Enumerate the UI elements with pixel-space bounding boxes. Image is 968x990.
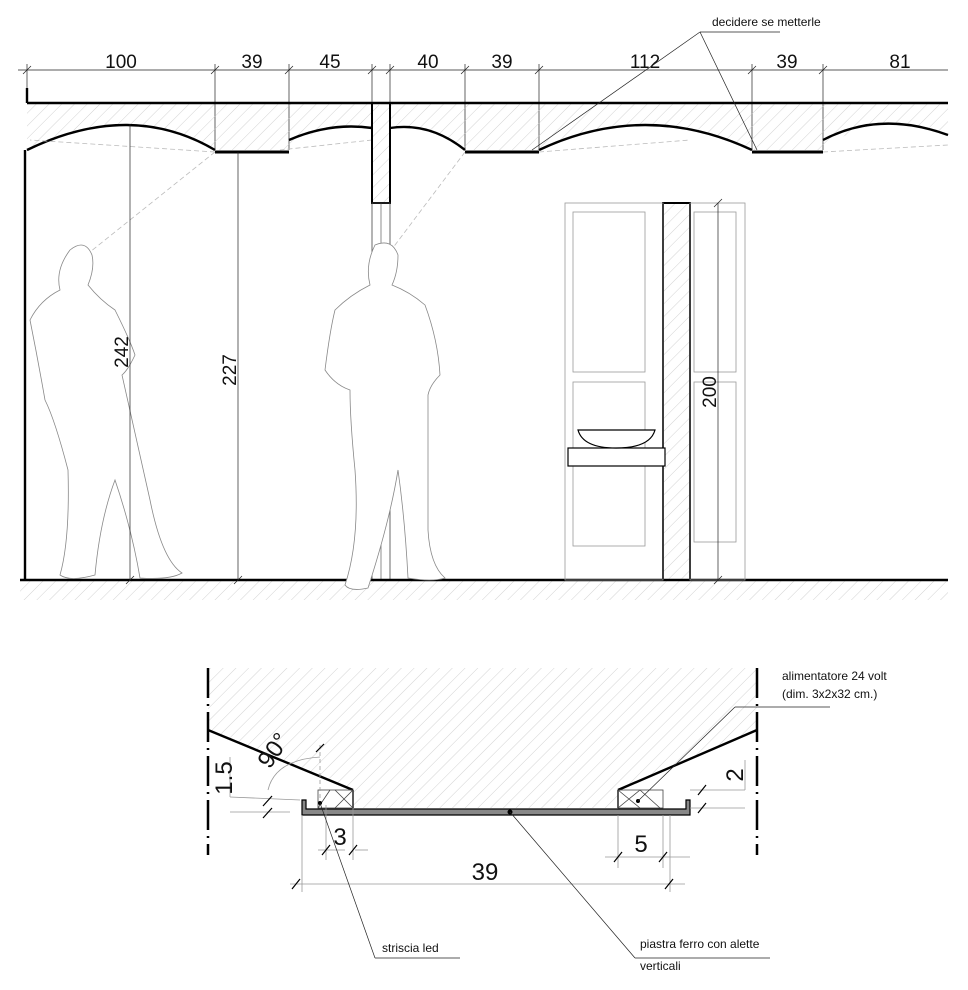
dim-label: 39: [776, 52, 797, 73]
vaults: [26, 122, 949, 152]
dim-right-gap: 5: [634, 831, 647, 858]
floor-hatch: [20, 580, 948, 600]
height-227: 227: [220, 354, 241, 386]
fixture-detail-section: 39 3 5 1.5 2 90° alimentatore 24 volt (d…: [206, 668, 887, 973]
detail-note-leaders: [319, 706, 830, 959]
dim-label: 39: [241, 52, 262, 73]
note-led-strip: striscia led: [382, 941, 439, 955]
dim-label: 40: [417, 52, 438, 73]
height-200: 200: [700, 376, 721, 408]
partition-wall: [662, 202, 691, 581]
dim-label: 100: [105, 52, 137, 73]
dim-left-gap: 3: [333, 824, 346, 851]
detail-hatch: [208, 668, 757, 808]
light-rays: [29, 139, 949, 266]
note-power-supply-dim: (dim. 3x2x32 cm.): [782, 687, 877, 701]
ceiling-elevation: 100 39 45 40 39 112 39 81: [18, 15, 949, 600]
person-silhouette-right: [324, 242, 446, 590]
note-plate: piastra ferro con alette: [640, 937, 760, 951]
section-cut-lines: [206, 668, 759, 855]
column: [371, 102, 391, 204]
dim-label: 81: [889, 52, 910, 73]
detail-dimension-ticks: [262, 743, 707, 890]
vertical-dimension-lines: [125, 124, 723, 585]
note-plate-2: verticali: [640, 959, 681, 973]
note-decidere: decidere se metterle: [712, 15, 821, 29]
iron-plate: [301, 799, 691, 816]
led-and-power-supply-boxes: [317, 789, 664, 809]
dim-right-drop: 2: [722, 768, 749, 781]
detail-dimension-lines: [229, 745, 746, 892]
note-power-supply: alimentatore 24 volt: [782, 669, 887, 683]
dim-left-drop: 1.5: [211, 761, 238, 794]
door-right: [689, 202, 746, 581]
height-242: 242: [112, 336, 133, 368]
dim-label: 45: [319, 52, 340, 73]
washbasin: [567, 429, 666, 467]
dim-total-width: 39: [472, 859, 499, 886]
dim-label: 112: [630, 52, 660, 73]
person-silhouette-left: [29, 244, 183, 579]
ceiling-hatch: [27, 103, 948, 150]
right-vault-edge: [617, 728, 758, 792]
horizontal-dimension-chain: 100 39 45 40 39 112 39 81: [18, 52, 948, 150]
door-left: [564, 202, 664, 581]
left-vault-edge: [207, 728, 354, 792]
note-leader-lines: [531, 31, 780, 151]
dim-label: 39: [491, 52, 512, 73]
